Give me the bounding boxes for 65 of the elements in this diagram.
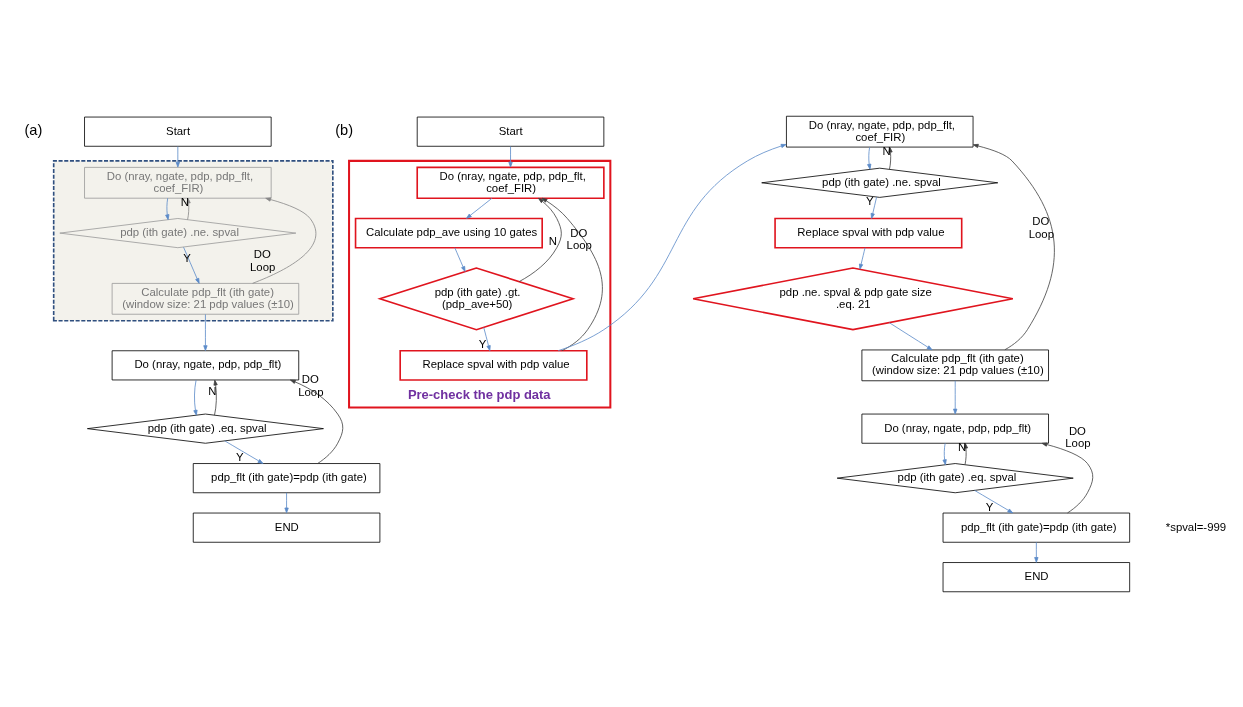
node-box: Start bbox=[416, 116, 605, 147]
arrow bbox=[953, 379, 958, 414]
edge-label: DO Loop bbox=[298, 372, 324, 398]
arrow bbox=[541, 197, 603, 351]
arrow bbox=[888, 146, 893, 170]
arrow bbox=[466, 197, 493, 219]
arrow bbox=[213, 379, 218, 416]
arrow bbox=[1034, 541, 1039, 563]
edge-label: DO Loop bbox=[250, 247, 276, 273]
arrow bbox=[972, 143, 1055, 350]
node-box: pdp_flt (ith gate)=pdp (ith gate) bbox=[192, 462, 381, 493]
edge-label: Y bbox=[985, 500, 994, 513]
edge-label: DO Loop bbox=[1028, 214, 1055, 240]
node-box: END bbox=[192, 512, 381, 543]
arrow bbox=[942, 442, 947, 465]
arrow bbox=[454, 246, 466, 272]
arrow bbox=[224, 440, 264, 464]
edge-label: N bbox=[548, 234, 557, 247]
arrow bbox=[483, 326, 491, 351]
label: (a) bbox=[24, 121, 43, 138]
arrow bbox=[888, 321, 933, 350]
arrow bbox=[252, 196, 317, 284]
arrow bbox=[1041, 441, 1094, 513]
arrow bbox=[508, 145, 513, 167]
node-label: Pre-check the pdp data bbox=[407, 386, 551, 402]
node-box: Calculate pdp_flt (ith gate) (window size: 21 pdp values (±10) bbox=[111, 282, 300, 315]
node-box: Calculate pdp_ave using 10 gates bbox=[354, 217, 543, 248]
edge-label: Y bbox=[183, 251, 191, 264]
edge-label: N bbox=[882, 144, 891, 157]
node-box: Replace spval with pdp value bbox=[774, 217, 963, 248]
edge-label: DO Loop bbox=[566, 226, 592, 251]
arrow bbox=[183, 246, 200, 284]
edge-label: Y bbox=[235, 450, 244, 463]
arrow bbox=[203, 313, 208, 351]
arrow bbox=[193, 379, 198, 416]
arrow bbox=[870, 196, 877, 219]
arrow bbox=[867, 146, 872, 170]
node-diamond: pdp (ith gate) .eq. spval bbox=[836, 462, 1074, 493]
node-diamond: pdp (ith gate) .ne. spval bbox=[761, 167, 999, 198]
node-diamond: pdp (ith gate) .ne. spval bbox=[59, 217, 297, 248]
label: (b) bbox=[335, 121, 354, 138]
arrow bbox=[290, 379, 344, 464]
node-box: Replace spval with pdp value bbox=[399, 349, 588, 381]
arrow bbox=[165, 197, 170, 220]
arrow bbox=[175, 145, 180, 167]
node-box: Do (nray, ngate, pdp, pdp_flt, coef_FIR) bbox=[84, 166, 272, 199]
node-box: Calculate pdp_flt (ith gate) (window size: 21 pdp values (±10) bbox=[861, 349, 1049, 381]
label: *spval=-999 bbox=[1165, 520, 1227, 533]
arrow bbox=[557, 143, 787, 351]
node-box: pdp_flt (ith gate)=pdp (ith gate) bbox=[942, 512, 1131, 543]
node-box: Do (nray, ngate, pdp, pdp_flt, coef_FIR) bbox=[786, 115, 974, 147]
node-box: END bbox=[942, 561, 1131, 592]
arrow bbox=[974, 489, 1014, 513]
node-box: Start bbox=[84, 116, 272, 147]
edge-label: N bbox=[208, 384, 217, 396]
node-box: Do (nray, ngate, pdp, pdp_flt) bbox=[111, 349, 300, 380]
arrow bbox=[284, 491, 289, 513]
node-diamond: pdp (ith gate) .eq. spval bbox=[87, 413, 324, 444]
arrow bbox=[859, 246, 866, 270]
node-diamond: pdp .ne. spval & pdp gate size .eq. 21 bbox=[692, 266, 1014, 330]
node-box: Do (nray, ngate, pdp, pdp_flt, coef_FIR) bbox=[416, 166, 605, 199]
edge-label: Y bbox=[478, 337, 487, 350]
node-box: Do (nray, ngate, pdp, pdp_flt) bbox=[861, 413, 1049, 444]
arrow bbox=[518, 197, 562, 282]
edge-label: DO Loop bbox=[1065, 424, 1091, 449]
